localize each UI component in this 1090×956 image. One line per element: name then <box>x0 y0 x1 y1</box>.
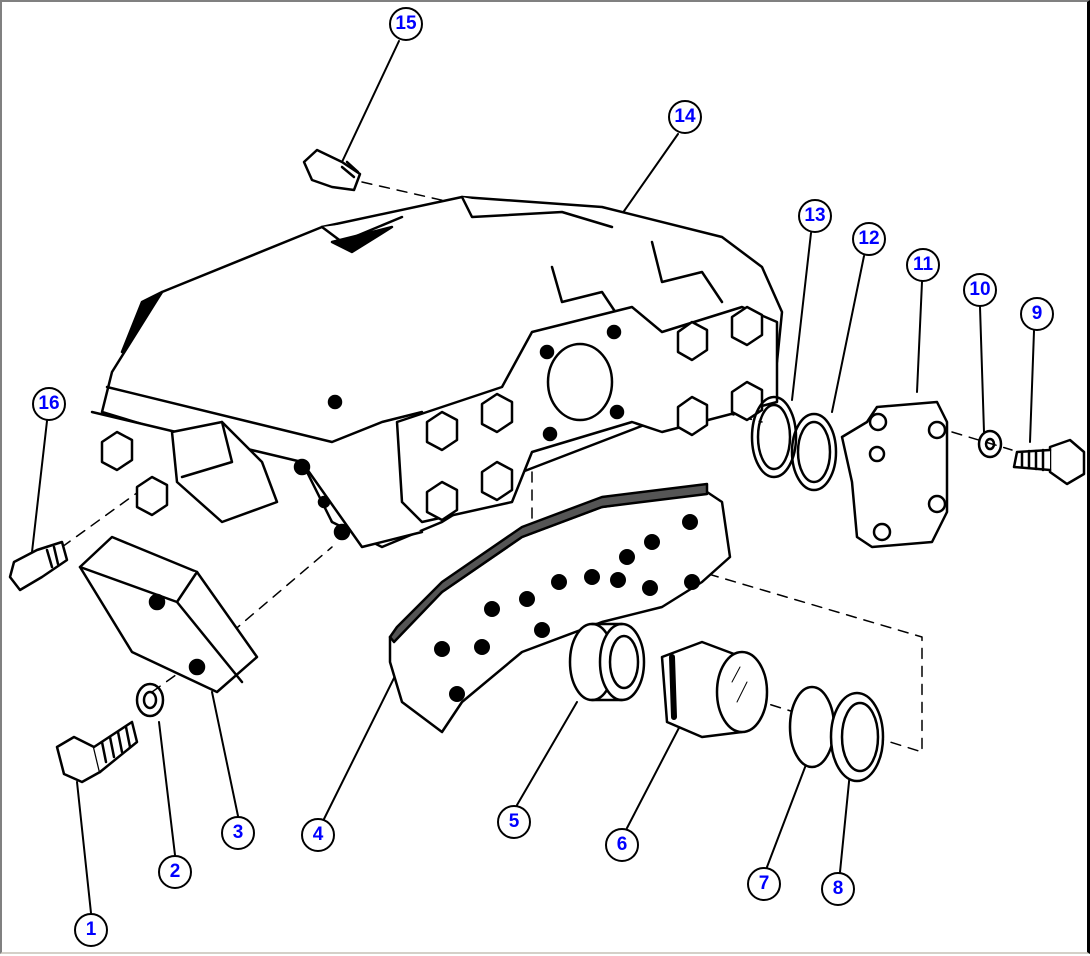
washer-10 <box>977 429 1003 459</box>
cover-plate-11 <box>840 400 949 549</box>
callout-4[interactable]: 4 <box>301 818 335 852</box>
seal-13 <box>750 395 798 479</box>
callout-6[interactable]: 6 <box>605 828 639 862</box>
callout-3[interactable]: 3 <box>221 816 255 850</box>
callout-10[interactable]: 10 <box>963 273 997 307</box>
seal-12 <box>790 412 838 492</box>
grease-fitting-16 <box>8 540 69 592</box>
housing-bolts <box>100 305 764 522</box>
bolt-1 <box>55 720 139 784</box>
callout-15[interactable]: 15 <box>389 7 423 41</box>
piston-boot-5 <box>568 622 646 702</box>
leader-lines <box>31 40 1035 914</box>
abutment-block-upper <box>170 420 279 524</box>
callout-13[interactable]: 13 <box>798 199 832 233</box>
callout-16[interactable]: 16 <box>32 387 66 421</box>
washer-2 <box>135 682 165 718</box>
callout-5[interactable]: 5 <box>497 805 531 839</box>
callout-14[interactable]: 14 <box>668 100 702 134</box>
piston-6 <box>660 640 769 739</box>
callout-7[interactable]: 7 <box>747 867 781 901</box>
callout-11[interactable]: 11 <box>906 248 940 282</box>
callout-8[interactable]: 8 <box>821 872 855 906</box>
callout-1[interactable]: 1 <box>74 913 108 947</box>
callout-12[interactable]: 12 <box>852 222 886 256</box>
callout-2[interactable]: 2 <box>158 855 192 889</box>
callout-9[interactable]: 9 <box>1020 297 1054 331</box>
seal-7 <box>788 685 836 769</box>
ring-8 <box>829 691 885 783</box>
bolt-9 <box>1012 438 1086 486</box>
grease-fitting-15 <box>302 148 362 192</box>
brake-pad <box>388 482 732 734</box>
abutment-block-3 <box>78 535 259 694</box>
